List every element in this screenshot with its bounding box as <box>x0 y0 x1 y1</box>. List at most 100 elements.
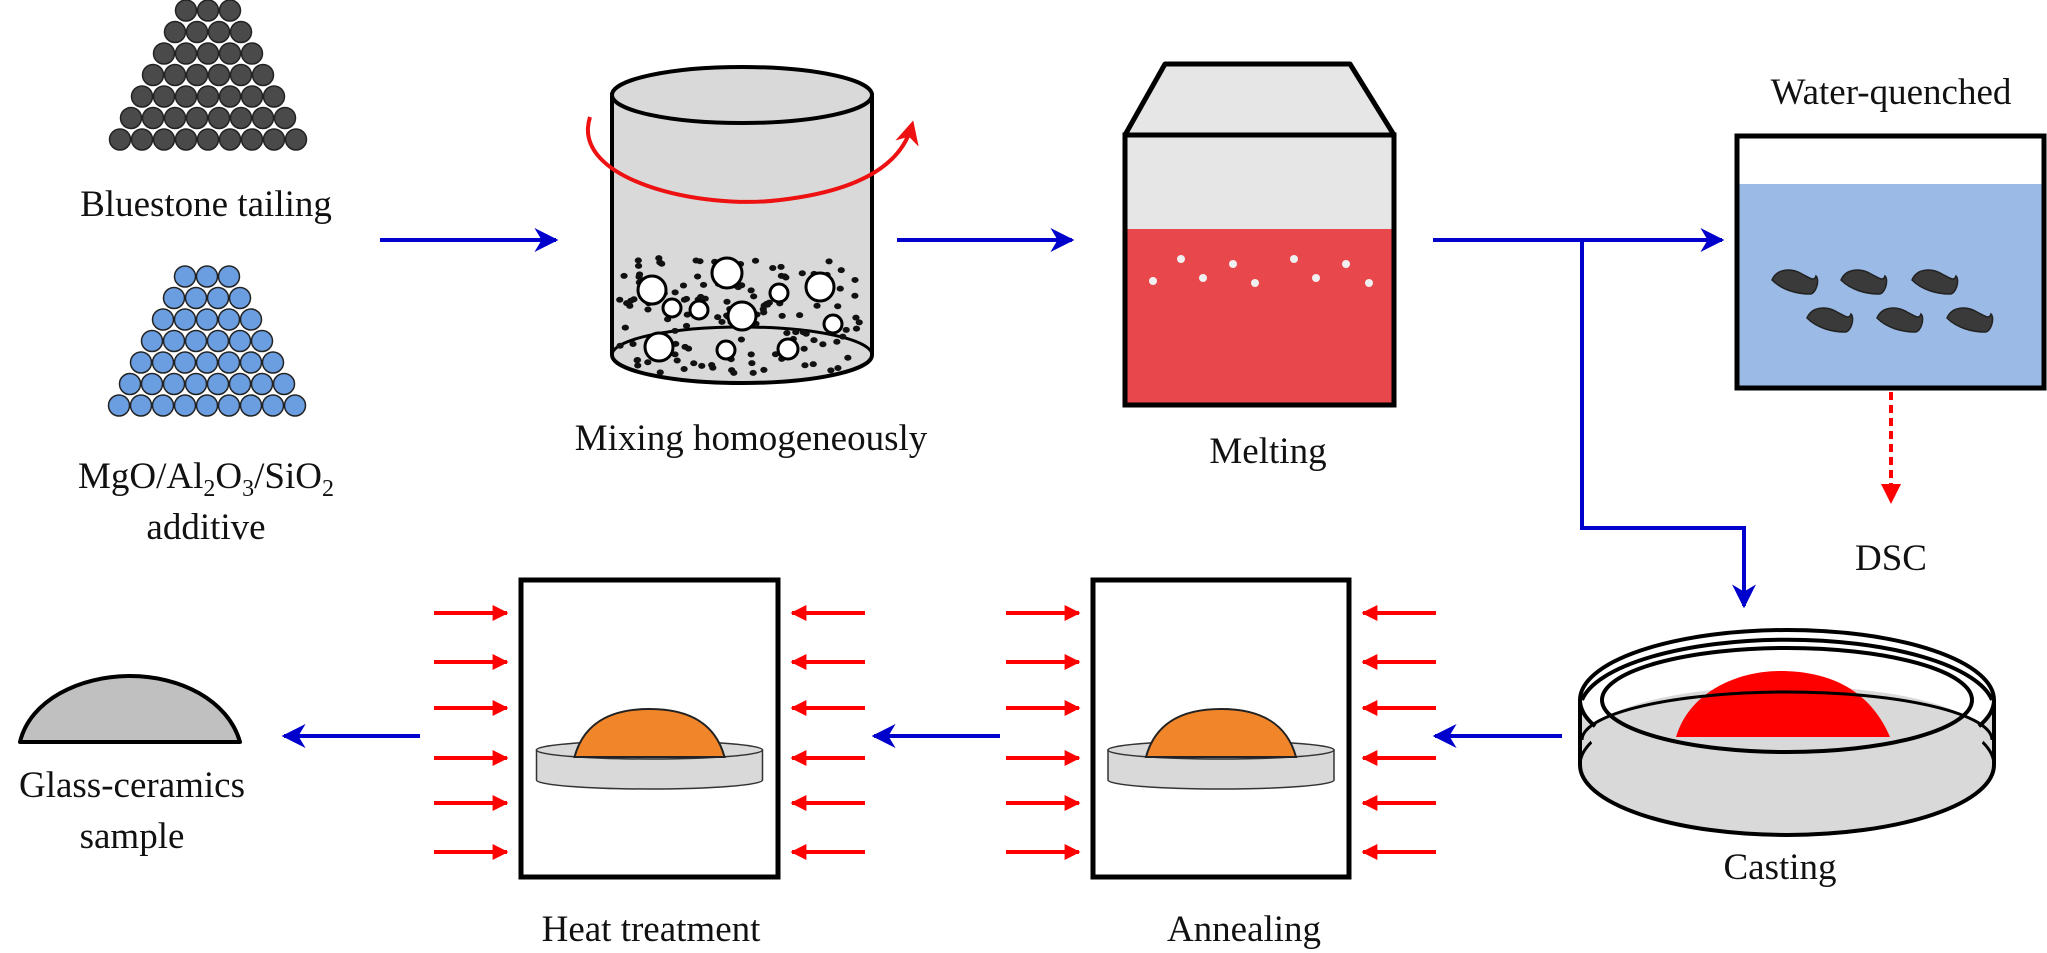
final-sample-label-line2: sample <box>80 816 185 857</box>
particle <box>162 329 186 353</box>
particle <box>152 128 176 151</box>
particle <box>173 351 197 374</box>
particle <box>239 351 263 374</box>
bluestone-tailing-particles-icon <box>108 0 308 151</box>
rotation-arrow-icon <box>585 116 919 204</box>
particle <box>195 351 219 374</box>
particle <box>240 128 264 151</box>
particle <box>206 286 230 310</box>
particle <box>108 128 132 151</box>
flow-arrow-to-casting <box>1580 240 1756 609</box>
particle <box>118 372 142 396</box>
melting-crucible-icon <box>1122 61 1397 408</box>
dsc-label: DSC <box>1855 538 1927 579</box>
particle <box>229 63 253 87</box>
particle <box>184 286 208 310</box>
particle <box>250 372 274 396</box>
particle <box>240 42 264 65</box>
particle <box>272 372 296 396</box>
particle <box>119 106 143 130</box>
particle <box>228 329 252 353</box>
particle <box>195 394 219 417</box>
particle <box>129 394 153 417</box>
particle <box>184 329 208 353</box>
particle <box>185 20 209 44</box>
particle <box>196 0 220 22</box>
particle <box>174 0 198 22</box>
particle <box>207 20 231 44</box>
particle <box>195 265 219 288</box>
particle <box>218 128 242 151</box>
mixing-label: Mixing homogeneously <box>575 418 928 459</box>
particle <box>218 42 242 65</box>
particle <box>262 85 286 108</box>
particle <box>196 85 220 108</box>
particle <box>130 85 154 108</box>
particle <box>151 394 175 417</box>
particle <box>173 265 197 288</box>
annealing-furnace-icon <box>1006 577 1436 880</box>
particle <box>163 106 187 130</box>
particle <box>185 106 209 130</box>
heat-treatment-label: Heat treatment <box>542 909 762 950</box>
particle <box>261 351 285 374</box>
particle <box>218 0 242 22</box>
particle <box>174 128 198 151</box>
particle <box>140 372 164 396</box>
particle <box>206 372 230 396</box>
particle <box>240 85 264 108</box>
additive-label: additive <box>146 507 265 548</box>
particle <box>261 394 285 417</box>
particle <box>140 329 164 353</box>
particle <box>152 85 176 108</box>
particle <box>207 106 231 130</box>
particle <box>284 128 308 151</box>
particle <box>196 128 220 151</box>
particle <box>206 329 230 353</box>
particle <box>195 308 219 331</box>
particle <box>273 106 297 130</box>
casting-label: Casting <box>1723 847 1836 888</box>
particle <box>152 42 176 65</box>
mixing-cylinder-icon <box>610 65 874 385</box>
particle <box>251 106 275 130</box>
particle <box>173 394 197 417</box>
particle <box>229 106 253 130</box>
particle <box>283 394 307 417</box>
particle <box>228 286 252 310</box>
final-sample-label-line1: Glass-ceramics <box>19 765 245 806</box>
particle <box>185 63 209 87</box>
particle <box>217 394 241 417</box>
particle <box>129 351 153 374</box>
particle <box>217 308 241 331</box>
particle <box>239 308 263 331</box>
particle <box>207 63 231 87</box>
particle <box>251 63 275 87</box>
particle <box>239 394 263 417</box>
particle <box>174 42 198 65</box>
water-quenched-label: Water-quenched <box>1771 72 2012 113</box>
particle <box>173 308 197 331</box>
bluestone-tailing-label: Bluestone tailing <box>80 184 332 225</box>
particle <box>151 308 175 331</box>
glass-ceramics-sample-icon <box>18 674 242 744</box>
particle <box>228 372 252 396</box>
particle <box>141 63 165 87</box>
water-quench-tank-icon <box>1734 133 2047 391</box>
particle <box>107 394 131 417</box>
particle <box>217 351 241 374</box>
particle <box>174 85 198 108</box>
particle <box>130 128 154 151</box>
additive-formula-label: MgO/Al2O3/SiO2 <box>78 456 334 502</box>
particle <box>250 329 274 353</box>
particle <box>262 128 286 151</box>
particle <box>162 372 186 396</box>
heat-treatment-furnace-icon <box>434 577 865 880</box>
particle <box>151 351 175 374</box>
particle <box>163 63 187 87</box>
particle <box>218 85 242 108</box>
additive-particles-icon <box>107 265 307 417</box>
particle <box>229 20 253 44</box>
particle <box>196 42 220 65</box>
